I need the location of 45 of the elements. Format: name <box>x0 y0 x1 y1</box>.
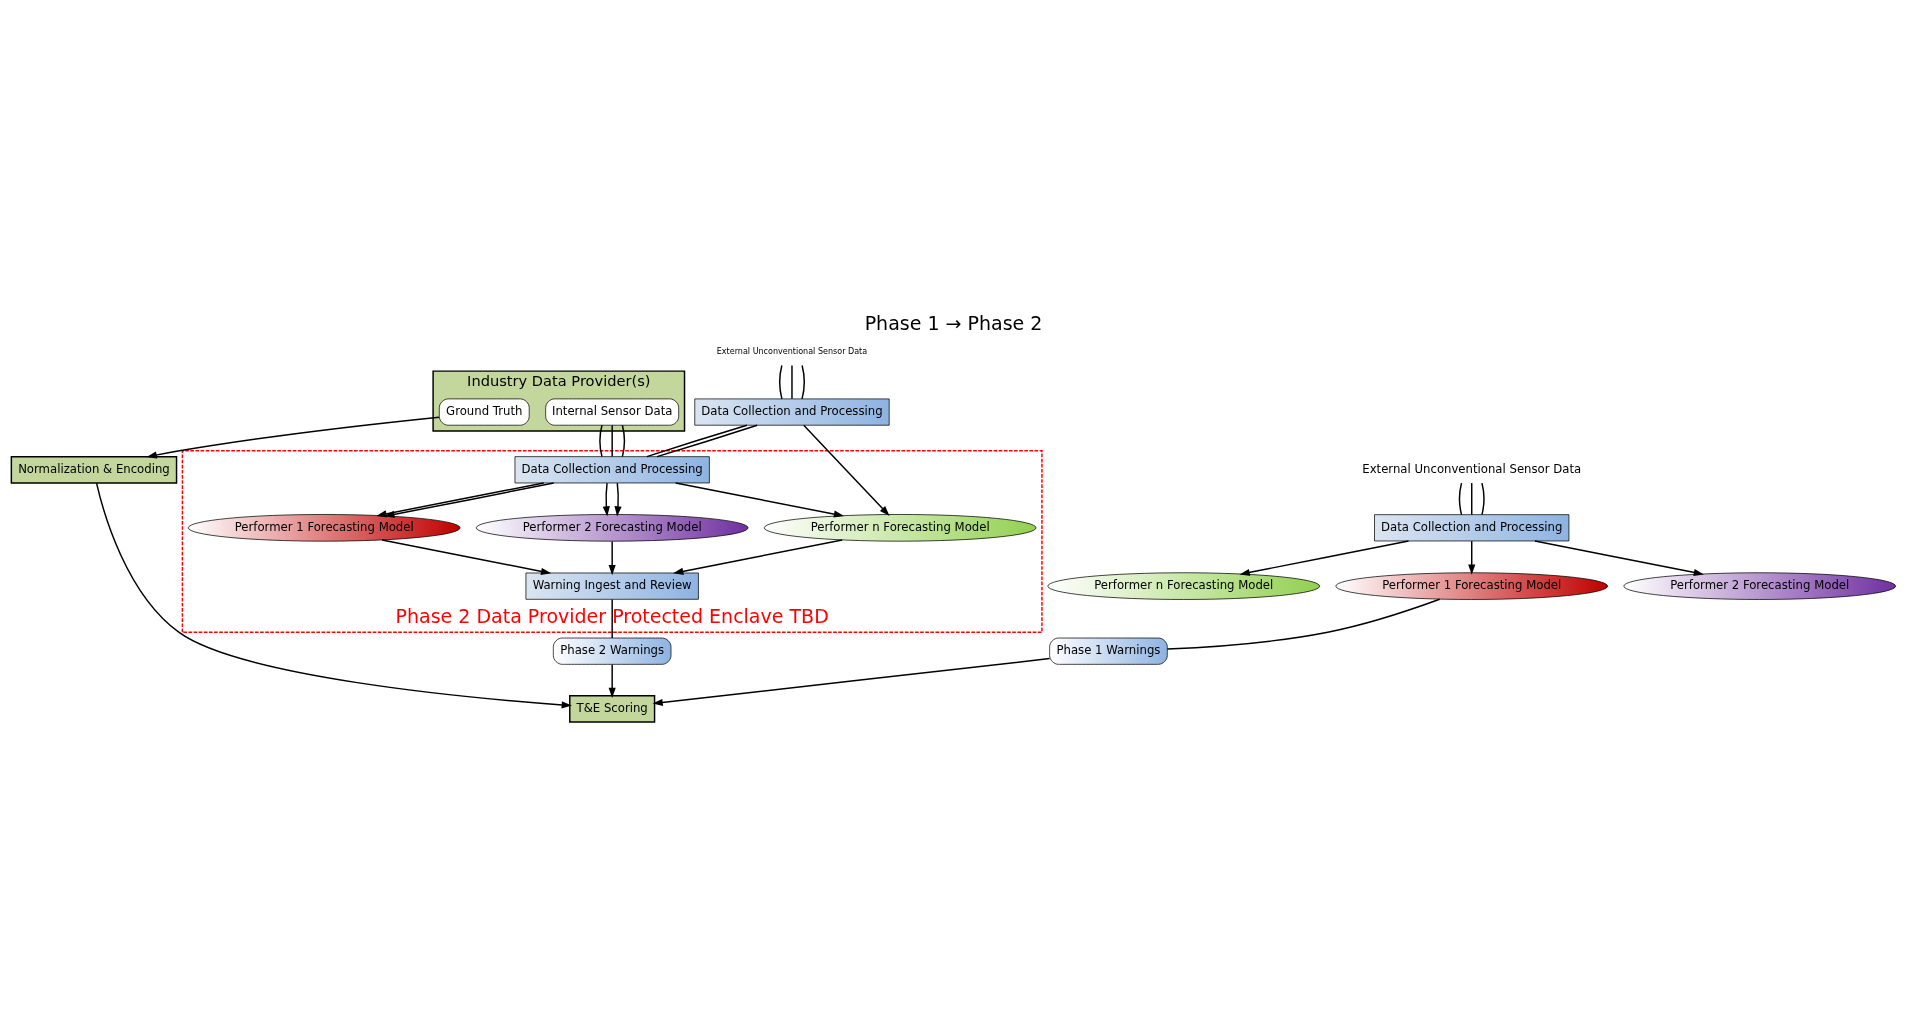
arrow <box>1534 539 1704 576</box>
node-box: Data Collection and Processing <box>694 398 890 426</box>
arrow <box>602 481 610 517</box>
connector <box>611 598 613 639</box>
connector <box>646 424 748 457</box>
arrow <box>95 481 572 708</box>
arrow <box>608 663 616 698</box>
node-box: Warning Ingest and Review <box>525 572 699 600</box>
connector <box>791 364 793 400</box>
connector <box>1481 481 1485 515</box>
node-ellipse: Performer 2 Forecasting Model <box>475 513 749 542</box>
arrow <box>673 538 843 575</box>
connector <box>599 424 603 457</box>
arrow <box>146 415 440 459</box>
node-text: External Unconventional Sensor Data <box>1362 461 1582 476</box>
arrow <box>675 481 845 518</box>
arrow <box>381 538 552 575</box>
connector <box>611 424 613 457</box>
connector <box>801 364 805 400</box>
node-box: Phase 2 Warnings <box>552 637 672 665</box>
connector <box>656 424 758 457</box>
node-box: T&E Scoring <box>569 694 656 723</box>
node-ellipse: Performer 1 Forecasting Model <box>187 513 461 542</box>
node-box: Data Collection and Processing <box>514 455 710 483</box>
node-box: Normalization & Encoding <box>10 455 178 484</box>
arrow <box>803 424 890 516</box>
node-ellipse: Performer 1 Forecasting Model <box>1335 571 1608 600</box>
diagram-title: Phase 1 → Phase 2 <box>864 311 1043 334</box>
connector <box>1458 481 1463 515</box>
node-box: Internal Sensor Data <box>545 398 680 426</box>
connector <box>1471 481 1473 515</box>
node-box: Phase 1 Warnings <box>1049 637 1168 665</box>
node-box: Ground Truth <box>438 398 530 426</box>
connector <box>621 424 625 457</box>
connector <box>1166 598 1441 650</box>
arrow <box>608 540 616 575</box>
node-ellipse: Performer n Forecasting Model <box>763 513 1037 542</box>
arrow <box>1239 539 1410 576</box>
node-box: Data Collection and Processing <box>1374 513 1570 541</box>
arrow <box>614 481 622 517</box>
node-ellipse: Performer 2 Forecasting Model <box>1623 571 1896 600</box>
node-ellipse: Performer n Forecasting Model <box>1047 571 1321 600</box>
arrow <box>652 657 1051 706</box>
connector <box>779 364 783 400</box>
arrow <box>1468 539 1476 575</box>
